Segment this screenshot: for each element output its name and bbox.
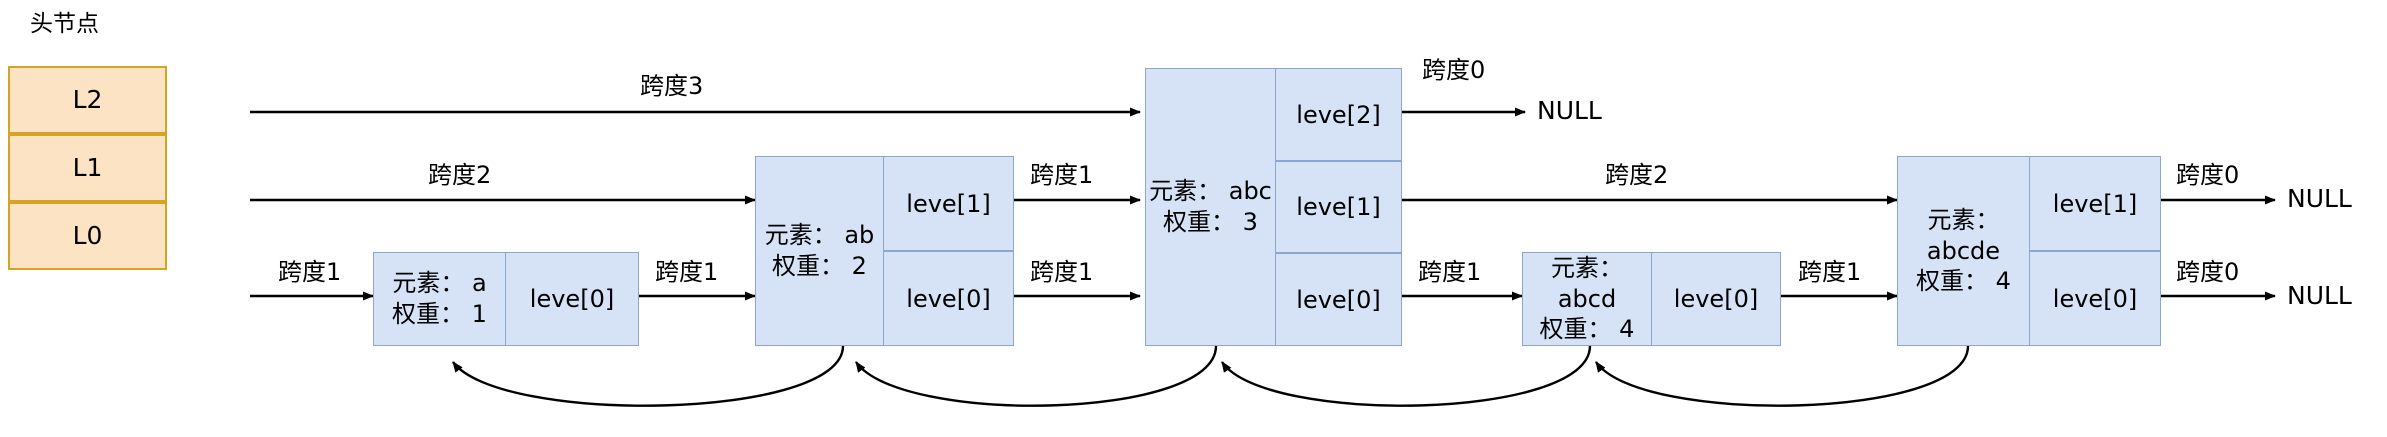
span-label-abc-l0: 跨度1 xyxy=(1418,258,1482,286)
null-terminal-abcde-l0: NULL xyxy=(2287,281,2352,310)
span-label-head-l1: 跨度2 xyxy=(428,161,492,189)
node-abcde-info: 元素： abcde 权重： 4 xyxy=(1916,205,2011,296)
node-ab-info: 元素： ab 权重： 2 xyxy=(764,221,875,280)
backward-arrow-abcde-to-abcd xyxy=(1595,345,1970,407)
head-cell-l1: L1 xyxy=(8,134,167,202)
node-a-level-0: leve[0] xyxy=(505,252,639,346)
null-terminal-abc-l2: NULL xyxy=(1537,96,1602,125)
span-label-abcd-l0: 跨度1 xyxy=(1798,258,1862,286)
node-abc-level-2: leve[2] xyxy=(1275,68,1402,161)
backward-arrow-ab-to-a xyxy=(452,345,845,407)
node-abc-info: 元素： abc 权重： 3 xyxy=(1149,177,1272,236)
head-cell-l0: L0 xyxy=(8,202,167,270)
node-abcde-level-0: leve[0] xyxy=(2029,251,2161,346)
node-abcde-level-1: leve[1] xyxy=(2029,156,2161,251)
node-abcd-level-0: leve[0] xyxy=(1651,252,1781,346)
node-a-info: 元素： a 权重： 1 xyxy=(392,269,487,328)
span-label-head-l0: 跨度1 xyxy=(278,258,342,286)
backward-arrow-abcd-to-abc xyxy=(1221,345,1592,407)
span-label-abcde-l1: 跨度0 xyxy=(2176,161,2240,189)
node-ab-level-0: leve[0] xyxy=(883,251,1014,346)
node-abc-level-0: leve[0] xyxy=(1275,253,1402,346)
span-label-head-l2: 跨度3 xyxy=(640,72,704,100)
backward-arrow-abc-to-ab xyxy=(855,345,1218,407)
page-title: 头节点 xyxy=(30,11,99,37)
node-ab-level-1: leve[1] xyxy=(883,156,1014,251)
span-label-a-l0: 跨度1 xyxy=(655,258,719,286)
node-abc-level-1: leve[1] xyxy=(1275,161,1402,253)
span-label-ab-l0: 跨度1 xyxy=(1030,258,1094,286)
span-label-abcde-l0: 跨度0 xyxy=(2176,258,2240,286)
span-label-abc-l2: 跨度0 xyxy=(1422,56,1486,84)
node-abcd-info: 元素： abcd 权重： 4 xyxy=(1539,253,1635,344)
span-label-abc-l1: 跨度2 xyxy=(1605,161,1669,189)
head-cell-l2: L2 xyxy=(8,66,167,134)
span-label-ab-l1: 跨度1 xyxy=(1030,161,1094,189)
null-terminal-abcde-l1: NULL xyxy=(2287,184,2352,213)
